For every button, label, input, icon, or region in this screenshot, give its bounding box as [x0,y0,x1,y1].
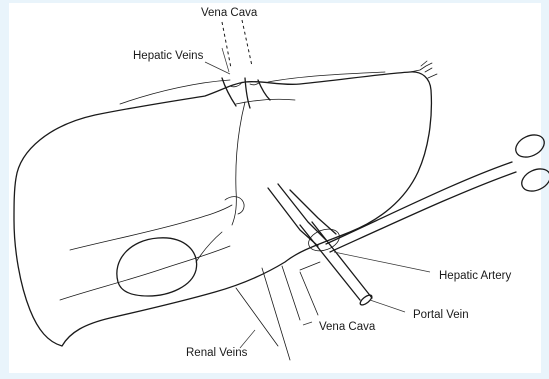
label-hepatic-veins: Hepatic Veins [133,50,204,62]
gallbladder [117,238,197,296]
label-renal-veins: Renal Veins [186,347,248,359]
label-vena-cava-top: Vena Cava [201,7,258,19]
portal-vein [300,222,373,307]
upper-vena-cava [222,20,252,68]
hilar-vessels [268,184,336,246]
leader-lines [205,48,430,348]
lower-vena-cava [262,266,318,360]
forceps [306,131,549,255]
label-hepatic-artery: Hepatic Artery [439,270,511,282]
label-portal-vein: Portal Vein [413,309,469,321]
liver [14,61,437,346]
label-vena-cava-bottom: Vena Cava [319,321,376,333]
renal-veins [236,262,320,346]
